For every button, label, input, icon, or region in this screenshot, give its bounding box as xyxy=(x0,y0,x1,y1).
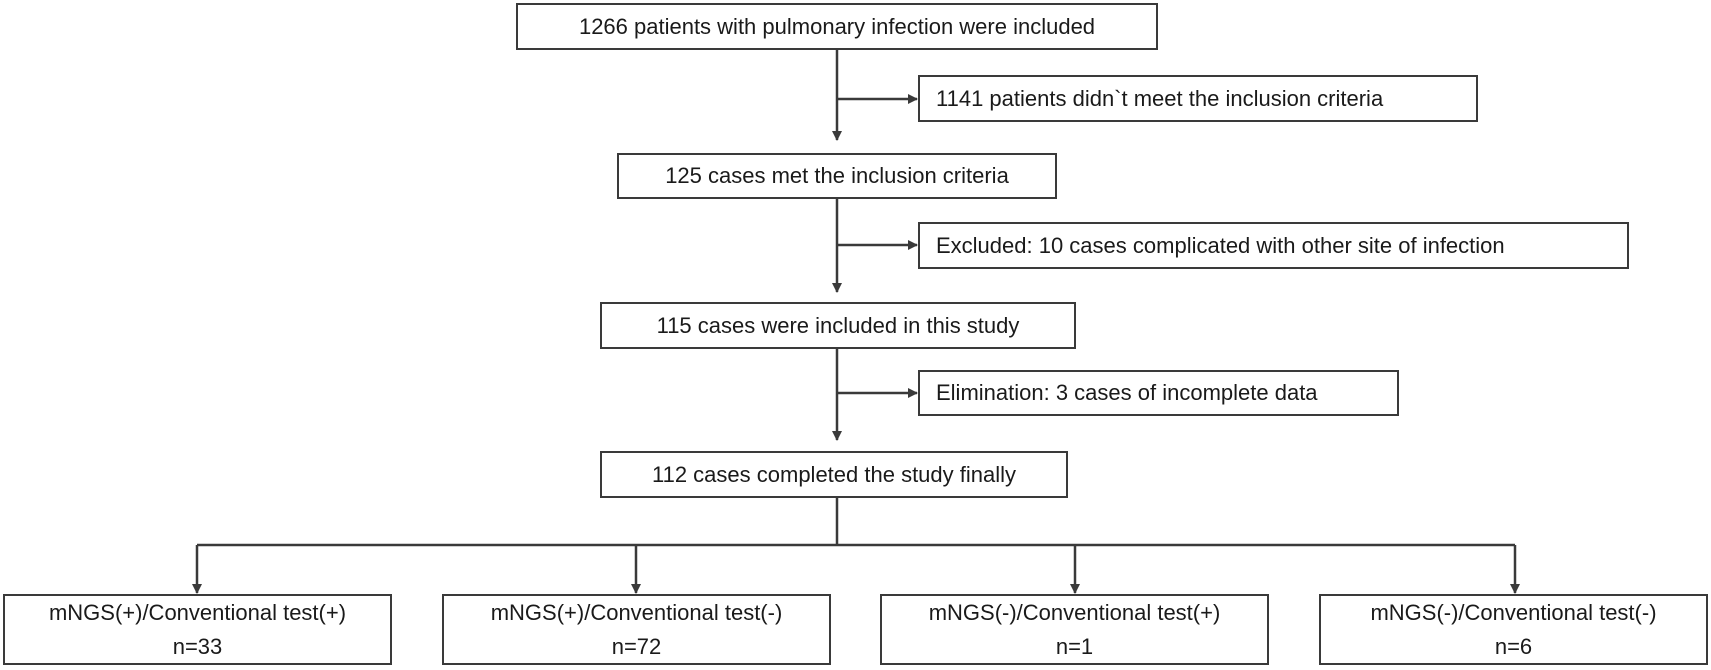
flow-step-met-inclusion: 125 cases met the inclusion criteria xyxy=(617,153,1057,199)
outcome-group-count-1: n=33 xyxy=(172,633,223,659)
outcome-group-box-4: mNGS(-)/Conventional test(-) n=6 xyxy=(1319,594,1708,665)
flow-step-initial-patients-text: 1266 patients with pulmonary infection w… xyxy=(578,13,1096,39)
outcome-group-count-4: n=6 xyxy=(1494,633,1533,659)
outcome-group-box-1: mNGS(+)/Conventional test(+) n=33 xyxy=(3,594,392,665)
flow-step-met-inclusion-text: 125 cases met the inclusion criteria xyxy=(665,163,1009,189)
exclusion-box-not-meeting-criteria-text: 1141 patients didn`t meet the inclusion … xyxy=(936,85,1384,111)
outcome-group-box-3: mNGS(-)/Conventional test(+) n=1 xyxy=(880,594,1269,665)
outcome-group-label-2: mNGS(+)/Conventional test(-) xyxy=(490,600,783,625)
outcome-group-count-2: n=72 xyxy=(611,633,662,659)
outcome-group-box-2: mNGS(+)/Conventional test(-) n=72 xyxy=(442,594,831,665)
flow-step-included-in-study-text: 115 cases were included in this study xyxy=(656,312,1020,338)
exclusion-box-not-meeting-criteria: 1141 patients didn`t meet the inclusion … xyxy=(918,75,1478,122)
flow-step-completed-study: 112 cases completed the study finally xyxy=(600,451,1068,498)
flow-step-included-in-study: 115 cases were included in this study xyxy=(600,302,1076,349)
exclusion-box-incomplete-data: Elimination: 3 cases of incomplete data xyxy=(918,370,1399,416)
flow-step-completed-study-text: 112 cases completed the study finally xyxy=(651,461,1017,487)
exclusion-box-incomplete-data-text: Elimination: 3 cases of incomplete data xyxy=(936,380,1318,406)
exclusion-box-other-infection: Excluded: 10 cases complicated with othe… xyxy=(918,222,1629,269)
outcome-group-label-1: mNGS(+)/Conventional test(+) xyxy=(48,600,347,625)
exclusion-box-other-infection-text: Excluded: 10 cases complicated with othe… xyxy=(936,232,1505,258)
outcome-group-label-4: mNGS(-)/Conventional test(-) xyxy=(1370,600,1657,625)
flow-step-initial-patients: 1266 patients with pulmonary infection w… xyxy=(516,3,1158,50)
outcome-group-label-3: mNGS(-)/Conventional test(+) xyxy=(928,600,1221,625)
outcome-group-count-3: n=1 xyxy=(1055,633,1094,659)
